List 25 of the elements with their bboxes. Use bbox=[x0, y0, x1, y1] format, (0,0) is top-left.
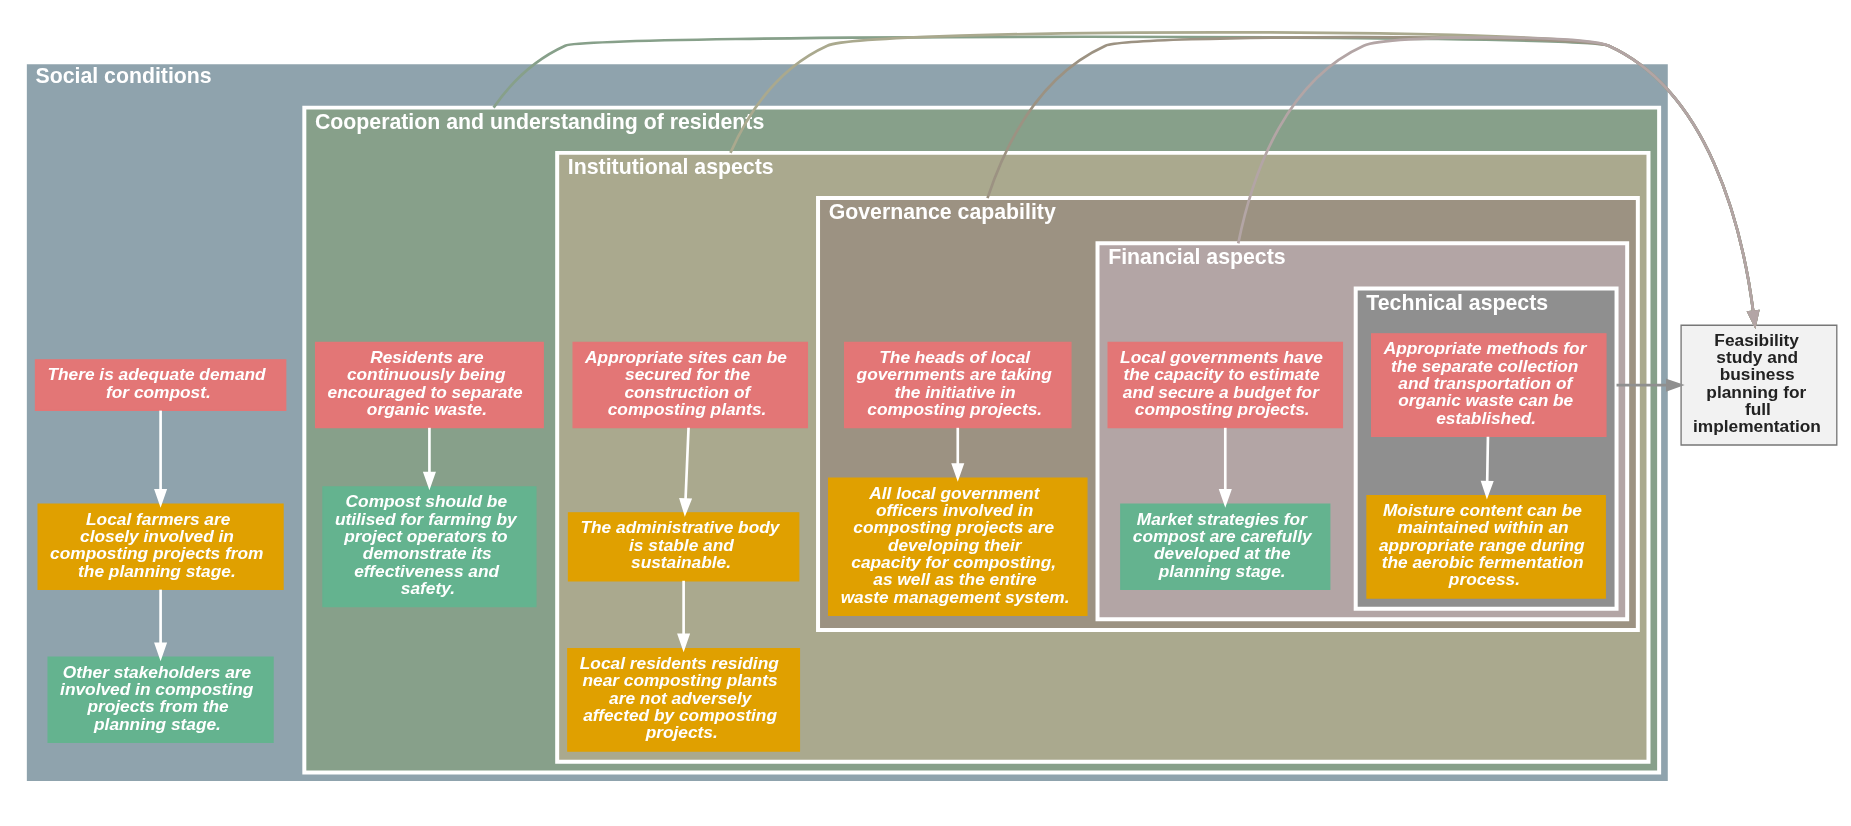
arrow bbox=[154, 410, 168, 508]
node-box: Compost should be utilised for farming by project operators to demonstrate its effectiveness and safety. bbox=[322, 486, 537, 608]
node-box: The administrative body is stable and sustainable. bbox=[567, 512, 800, 582]
node-box: The heads of local governments are taking the initiative in composting projects. bbox=[844, 341, 1072, 429]
node-box: Market strategies for compost are carefully developed at the planning stage. bbox=[1120, 503, 1331, 591]
node-box: Local farmers are closely involved in composting projects from the planning stage. bbox=[37, 503, 284, 591]
node-box: Local residents residing near composting plants are not adversely affected by composting projects. bbox=[567, 647, 801, 752]
arrow bbox=[677, 580, 691, 653]
node-box: Appropriate methods for the separate collection and transportation of organic waste can be established. bbox=[1371, 333, 1607, 437]
node-box: Local governments have the capacity to estimate and secure a budget for composting projects. bbox=[1107, 341, 1344, 429]
arrow bbox=[422, 427, 436, 491]
node-box: Residents are continuously being encouraged to separate organic waste. bbox=[314, 341, 544, 429]
arrow bbox=[154, 589, 168, 662]
arrow bbox=[679, 427, 693, 517]
arrow bbox=[1218, 427, 1232, 508]
node-box: Appropriate sites can be secured for the construction of composting plants. bbox=[572, 341, 809, 429]
arrow bbox=[1616, 378, 1685, 392]
arrow bbox=[1480, 436, 1494, 500]
node-box: There is adequate demand for compost. bbox=[34, 359, 287, 412]
arrow bbox=[951, 427, 965, 482]
arrow bbox=[1236, 36, 1760, 330]
node-box: Other stakeholders are involved in composting projects from the planning stage. bbox=[47, 656, 274, 744]
node-box: Feasibility study and business planning for full implementation bbox=[1680, 324, 1838, 446]
node-box: Moisture content can be maintained within an appropriate range during the aerobic fermentation process. bbox=[1366, 494, 1606, 599]
node-box: All local government officers involved in composting projects are developing their capacity for composting, as well as the entire waste management system. bbox=[828, 477, 1088, 616]
